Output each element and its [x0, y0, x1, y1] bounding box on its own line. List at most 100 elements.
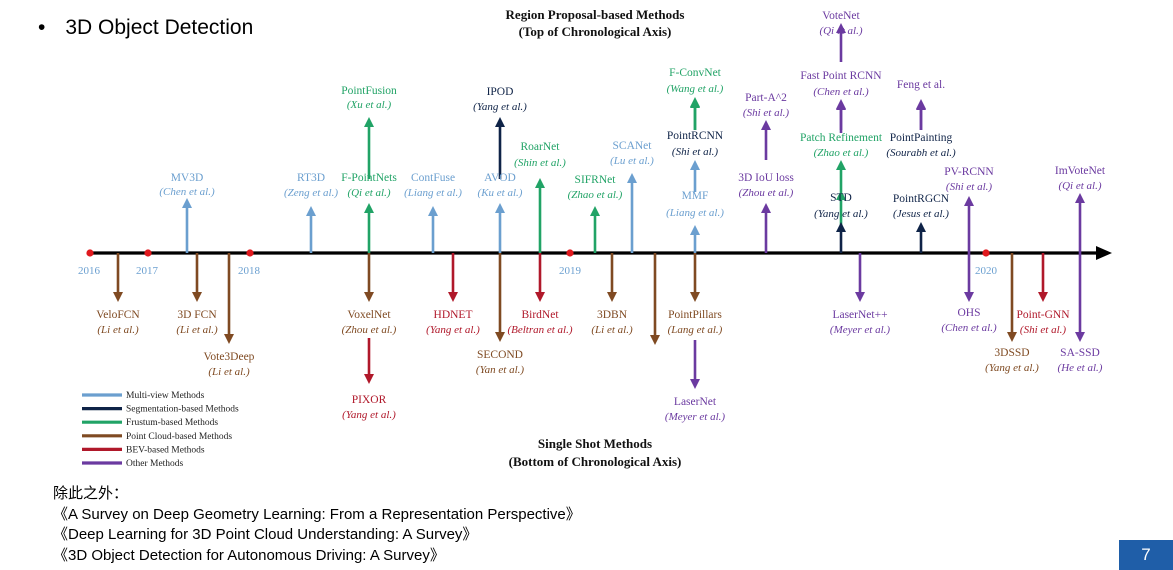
year-label: 2020 — [975, 265, 998, 277]
arrow-head — [306, 206, 316, 216]
method-arrow-down — [1038, 253, 1048, 302]
method-author: (Shi et al.) — [1020, 324, 1066, 336]
method-arrow-up — [428, 206, 438, 253]
method-author: (Wang et al.) — [667, 83, 724, 95]
method-arrow-up — [627, 173, 637, 253]
arrow-head — [495, 117, 505, 127]
method-arrow-up — [1075, 193, 1085, 253]
method-name: ContFuse — [411, 172, 455, 184]
method-name: SIFRNet — [575, 174, 617, 186]
year-label: 2019 — [559, 265, 582, 277]
method-author: (Li et al.) — [176, 324, 218, 336]
arrow-head — [364, 203, 374, 213]
arrow-head — [690, 98, 700, 108]
arrow-head — [855, 292, 865, 302]
method-name: PIXOR — [352, 394, 387, 406]
method-arrow-down — [690, 340, 700, 389]
method-author: (Yang et al.) — [985, 362, 1039, 374]
method-author: (Yan et al.) — [476, 364, 525, 376]
method-author: (He et al.) — [1058, 362, 1103, 374]
method-arrow-up — [690, 225, 700, 253]
method-name: Part-A^2 — [745, 92, 787, 104]
method-arrow-down — [855, 253, 865, 302]
top-region-title: Region Proposal-based Methods — [506, 7, 685, 22]
method-name: F-PointNets — [341, 172, 397, 184]
method-author: (Yang et al.) — [473, 101, 527, 113]
method-author: (Yang et al.) — [426, 324, 480, 336]
method-arrow-down — [1007, 253, 1017, 342]
arrow-head — [690, 160, 700, 170]
method-arrow-down — [448, 253, 458, 302]
method-arrow-up — [836, 222, 846, 253]
method-author: (Qi et al.) — [1058, 180, 1101, 192]
method-arrow-down — [650, 253, 660, 345]
method-name: SECOND — [477, 349, 523, 361]
legend-label: Multi-view Methods — [126, 391, 205, 401]
method-name: LaserNet++ — [832, 309, 887, 321]
method-arrow-up — [495, 117, 505, 179]
method-name: VeloFCN — [96, 309, 140, 321]
arrow-head — [364, 292, 374, 302]
bullet-marker: • — [38, 16, 46, 39]
method-arrow-down — [535, 253, 545, 302]
method-author: (Shi et al.) — [743, 107, 789, 119]
method-arrow-down — [364, 253, 374, 302]
method-name: Patch Refinement — [800, 132, 883, 144]
method-name: VoteNet — [822, 10, 860, 22]
method-name: OHS — [957, 307, 980, 319]
method-name: Point-GNN — [1016, 309, 1070, 321]
method-author: (Zhou et al.) — [739, 187, 794, 199]
legend-label: Other Methods — [126, 459, 184, 469]
arrow-head — [364, 117, 374, 127]
legend-label: Point Cloud-based Methods — [126, 432, 232, 442]
method-author: (Shi et al.) — [946, 181, 992, 193]
method-name: AVOD — [484, 172, 516, 184]
method-author: (Li et al.) — [97, 324, 139, 336]
method-name: Vote3Deep — [204, 351, 255, 363]
arrow-head — [448, 292, 458, 302]
reference-item: 《3D Object Detection for Autonomous Driv… — [53, 546, 445, 564]
method-arrow-up — [690, 98, 700, 130]
arrow-head — [836, 160, 846, 170]
method-arrow-up — [182, 198, 192, 253]
year-label: 2016 — [78, 265, 101, 277]
method-name: STD — [830, 192, 852, 204]
method-author: (Beltran et al.) — [507, 324, 572, 336]
method-arrow-up — [916, 222, 926, 253]
arrow-head — [428, 206, 438, 216]
method-name: PointRCNN — [667, 130, 724, 142]
method-author: (Xu et al.) — [347, 99, 392, 111]
method-name: 3DBN — [597, 309, 628, 321]
method-name: MMF — [682, 190, 709, 202]
year-marker-dot — [982, 249, 990, 257]
top-region-subtitle: (Top of Chronological Axis) — [519, 24, 672, 39]
footer-references: 除此之外： 《A Survey on Deep Geometry Learnin… — [53, 484, 581, 566]
method-arrow-down — [607, 253, 617, 302]
method-author: (Zeng et al.) — [284, 187, 338, 199]
legend-label: BEV-based Methods — [126, 445, 205, 455]
method-name: F-ConvNet — [669, 67, 722, 79]
method-name: PointPillars — [668, 309, 722, 321]
method-author: (Zhou et al.) — [342, 324, 397, 336]
method-arrow-up — [836, 190, 846, 225]
slide-title: •3D Object Detection — [38, 16, 253, 40]
arrow-head — [1075, 193, 1085, 203]
method-arrow-up — [916, 100, 926, 130]
method-author: (Shin et al.) — [514, 157, 566, 169]
method-arrow-up — [306, 206, 316, 253]
arrow-head — [836, 222, 846, 232]
arrow-head — [1038, 292, 1048, 302]
method-name: VoxelNet — [347, 309, 391, 321]
year-marker-dot — [144, 249, 152, 257]
method-name: 3D FCN — [177, 309, 217, 321]
method-author: (Yang et al.) — [342, 409, 396, 421]
arrow-head — [1007, 332, 1017, 342]
page-number: 7 — [1119, 540, 1173, 570]
method-arrow-down — [1075, 253, 1085, 342]
reference-item: 《A Survey on Deep Geometry Learning: Fro… — [53, 505, 581, 523]
arrow-head — [836, 190, 846, 200]
method-name: PV-RCNN — [944, 166, 994, 178]
arrow-head — [964, 196, 974, 206]
method-arrow-down — [224, 253, 234, 344]
method-arrow-down — [690, 253, 700, 302]
